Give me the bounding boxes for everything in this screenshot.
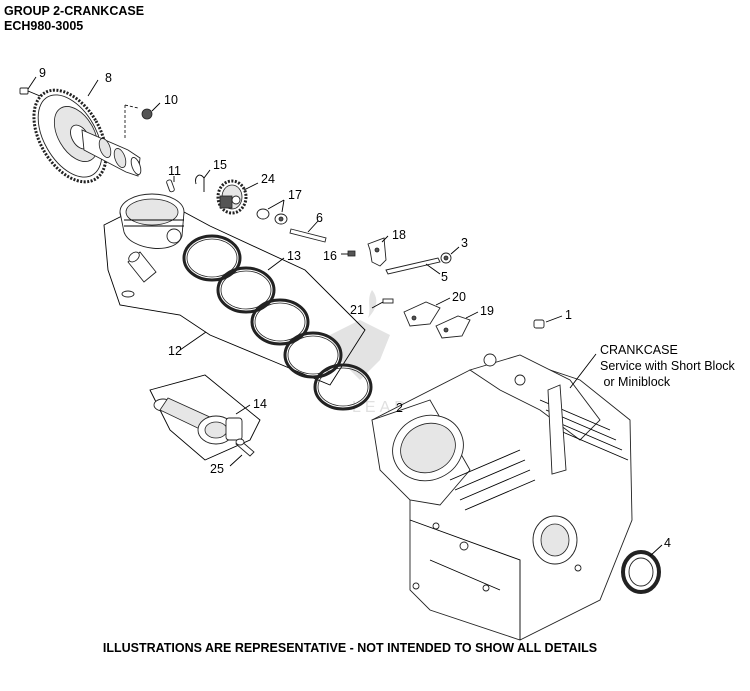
part-3-seal (440, 246, 460, 264)
callout-20: 20 (452, 290, 466, 304)
part-15-clip (195, 169, 211, 192)
callout-1: 1 (565, 308, 572, 322)
callout-4: 4 (664, 536, 671, 550)
callout-3: 3 (461, 236, 468, 250)
part-24-governor-gear (216, 179, 259, 215)
callout-10: 10 (164, 93, 178, 107)
callout-25: 25 (210, 462, 224, 476)
part-16-screw (341, 250, 356, 257)
callout-18: 18 (392, 228, 406, 242)
group-title: GROUP 2-CRANKCASE (4, 4, 145, 18)
model-number: ECH980-3005 (4, 19, 84, 33)
part-9-screw (19, 76, 41, 97)
part-18-bracket (367, 235, 389, 267)
part-13-piston-rings (182, 234, 373, 411)
callout-6: 6 (316, 211, 323, 225)
callout-21: 21 (350, 303, 364, 317)
part-5-shaft (385, 257, 441, 275)
callout-labels: 9 8 10 11 15 24 17 6 18 3 16 13 5 20 21 … (39, 66, 671, 550)
callout-14: 14 (253, 397, 267, 411)
callout-5: 5 (441, 270, 448, 284)
part-19-gasket (435, 311, 479, 339)
crankcase-note-line1: Service with Short Block (600, 359, 736, 373)
part-14-connecting-rod (149, 374, 261, 461)
callout-11: 11 (168, 164, 181, 178)
callout-12: 12 (168, 344, 182, 358)
part-12-piston-kit (103, 193, 366, 386)
callout-9: 9 (39, 66, 46, 80)
part-20-plate (403, 297, 451, 327)
callout-17: 17 (288, 188, 302, 202)
callout-19: 19 (480, 304, 494, 318)
part-21-screw (371, 298, 394, 309)
part-11-pin (166, 176, 175, 193)
part-1-dowel (533, 315, 563, 329)
callout-8: 8 (105, 71, 112, 85)
crankcase-note-line2: or Miniblock (600, 375, 671, 389)
part-4-oil-seal (621, 544, 663, 594)
part-17-washers (256, 199, 288, 225)
part-8-camshaft-gear (32, 79, 142, 184)
callout-15: 15 (213, 158, 227, 172)
part-6-shaft (289, 220, 327, 243)
callout-16: 16 (323, 249, 337, 263)
callout-24: 24 (261, 172, 275, 186)
part-10-nut (124, 102, 161, 140)
crankcase (371, 353, 633, 641)
disclaimer-footer: ILLUSTRATIONS ARE REPRESENTATIVE - NOT I… (102, 641, 598, 655)
callout-13: 13 (287, 249, 301, 263)
crankcase-note-title: CRANKCASE (600, 343, 678, 357)
crankcase-note: CRANKCASE Service with Short Block or Mi… (600, 343, 736, 389)
part-25-bolt (229, 438, 255, 467)
callout-2: 2 (396, 401, 403, 415)
